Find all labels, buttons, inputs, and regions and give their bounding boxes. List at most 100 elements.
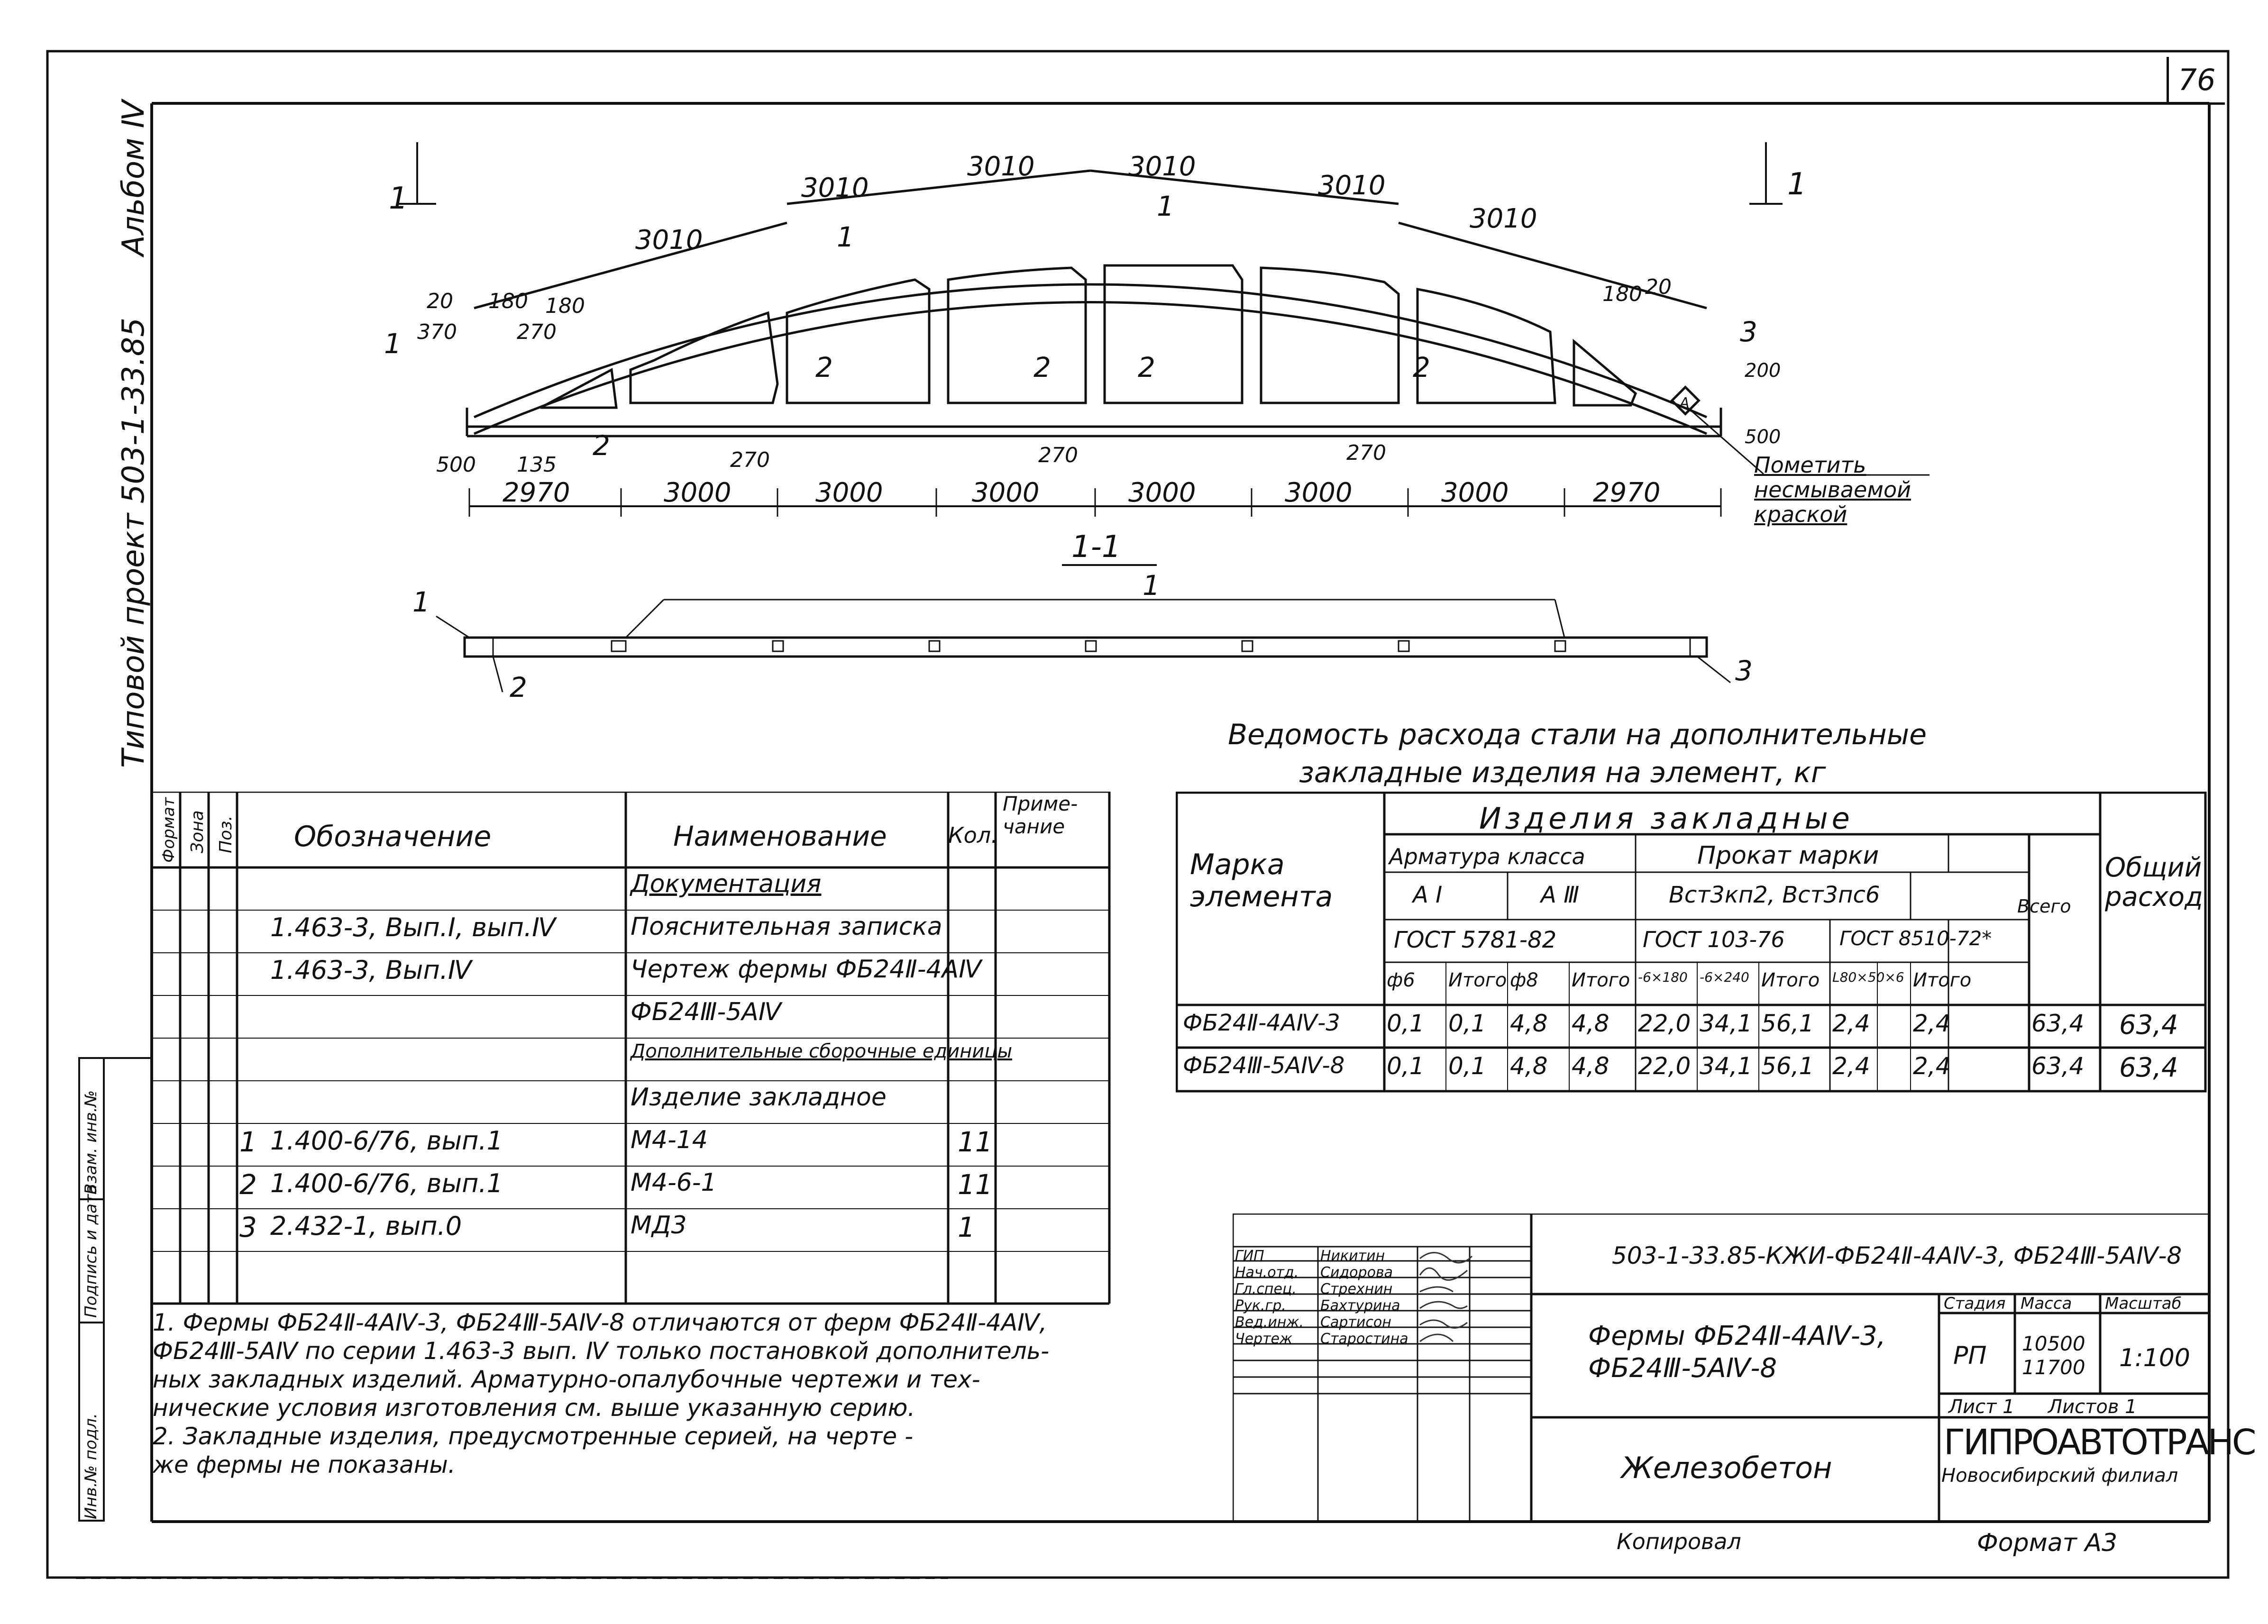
steel-h-steel: Вст3кп2, Вст3пс6: [1669, 882, 1880, 908]
spec-name: МД3: [631, 1211, 687, 1240]
title-block: [1233, 1213, 2209, 1523]
note-line: ных закладных изделий. Арматурно-опалубо…: [153, 1366, 980, 1393]
steel-subheader: Итого: [1572, 969, 1630, 991]
steel-row-value: 0,1: [1448, 1052, 1486, 1080]
small-dim-8: 270: [730, 448, 770, 472]
steel-row-value: 56,1: [1761, 1052, 1814, 1080]
tb-role: Нач.отд.: [1235, 1264, 1299, 1281]
steel-row-value: 0,1: [1387, 1010, 1425, 1037]
spec-name: М4-6-1: [631, 1168, 717, 1197]
callout-1c: 1: [1157, 190, 1174, 222]
spec-header-format: Формат: [159, 797, 178, 863]
steel-row-total: 63,4: [2031, 1052, 2085, 1080]
small-dim-5: 180: [545, 294, 585, 318]
tb-name: Старостина: [1320, 1331, 1408, 1347]
plan-callout-1b: 1: [1143, 569, 1160, 602]
tb-name: Сартисон: [1320, 1314, 1391, 1331]
plan-callout-2: 2: [510, 671, 527, 703]
spec-name: Дополнительные сборочные единицы: [631, 1040, 1013, 1062]
tb-name: Никитин: [1320, 1248, 1385, 1264]
scale-label: Масштаб: [2105, 1294, 2182, 1313]
steel-row-value: 2,4: [1913, 1052, 1951, 1080]
section-title: 1-1: [1071, 529, 1121, 565]
top-dim-5: 3010: [1318, 170, 1386, 201]
mark-letter: A: [1679, 395, 1690, 411]
title-code: 503-1-33.85-КЖИ-ФБ24Ⅱ-4АⅣ-3, ФБ24Ⅲ-5АⅣ-8: [1612, 1242, 2182, 1269]
steel-row-mark: ФБ24Ⅲ-5АⅣ-8: [1183, 1052, 1345, 1079]
scale-value: 1:100: [2119, 1344, 2190, 1372]
steel-table: [1176, 792, 2207, 1093]
mass-value-2: 11700: [2022, 1356, 2085, 1379]
steel-row-value: 34,1: [1700, 1052, 1753, 1080]
sheet-number: 76: [2167, 57, 2225, 105]
tb-role: ГИП: [1235, 1248, 1264, 1264]
spec-header-qty: Кол.: [948, 822, 998, 848]
spec-qty: 1: [958, 1211, 975, 1243]
steel-row-value: 34,1: [1700, 1010, 1753, 1037]
spec-name: Чертеж фермы ФБ24Ⅱ-4АⅣ: [631, 955, 982, 984]
spec-name: Документация: [631, 870, 822, 898]
small-dim-11: 180: [1602, 282, 1642, 306]
spec-pos: 1: [239, 1126, 257, 1158]
small-dim-14: 500: [1745, 426, 1781, 448]
spec-name: М4-14: [631, 1126, 708, 1154]
spec-header-pos: Поз.: [216, 815, 236, 853]
steel-table-title-2: закладные изделия на элемент, кг: [1299, 756, 1826, 789]
plan-callout-3: 3: [1735, 655, 1753, 687]
steel-row-value: 2,4: [1832, 1010, 1870, 1037]
stamp-label-2: Подпись и дата: [82, 1184, 101, 1318]
spec-header-zone: Зона: [188, 810, 207, 853]
tb-role: Рук.гр.: [1235, 1297, 1286, 1314]
bottom-dim-7: 3000: [1441, 477, 1509, 508]
small-dim-4: 270: [517, 320, 557, 344]
spec-designation: 1.463-3, Вып.Ⅳ: [270, 955, 472, 985]
top-dim-2: 3010: [801, 173, 869, 203]
small-dim-1: 20: [427, 289, 453, 313]
sheets-label: Листов 1: [2048, 1396, 2137, 1418]
steel-h-ai: А I: [1413, 882, 1443, 908]
top-dim-6: 3010: [1470, 203, 1537, 234]
bottom-dim-5: 3000: [1128, 477, 1196, 508]
plan-callout-1: 1: [412, 586, 430, 618]
stamp-label-1: Инв.№ подл.: [82, 1413, 101, 1519]
spec-header-note: Приме-чание: [1003, 792, 1078, 838]
organization: ГИПРОАВТОТРАНС: [1944, 1422, 2257, 1463]
steel-subheader: L80×50×6: [1832, 969, 1904, 985]
callout-2a: 2: [593, 429, 610, 462]
mass-value-1: 10500: [2022, 1332, 2085, 1355]
spec-header-designation: Обозначение: [294, 820, 492, 853]
steel-row-value: 22,0: [1638, 1010, 1691, 1037]
bottom-dim-3: 3000: [815, 477, 883, 508]
small-dim-3: 370: [417, 320, 457, 344]
spec-qty: 11: [958, 1168, 993, 1201]
material: Железобетон: [1621, 1451, 1832, 1485]
truss-top-chord: [474, 283, 1707, 419]
spec-header-name: Наименование: [673, 820, 887, 852]
tb-name: Бахтурина: [1320, 1297, 1400, 1314]
small-dim-13: 200: [1745, 360, 1781, 382]
tb-role: Гл.спец.: [1235, 1281, 1297, 1297]
tb-role: Чертеж: [1235, 1331, 1293, 1347]
spec-name: Пояснительная записка: [631, 912, 942, 941]
spec-pos: 3: [239, 1211, 257, 1243]
callout-1b: 1: [837, 221, 854, 253]
steel-row-value: 0,1: [1387, 1052, 1425, 1080]
stamp-label-3: Взам. инв.№: [82, 1090, 101, 1195]
steel-row-total: 63,4: [2031, 1010, 2085, 1037]
steel-h-gost2: ГОСТ 103-76: [1643, 927, 1785, 952]
tb-role: Вед.инж.: [1235, 1314, 1304, 1331]
small-dim-2: 180: [488, 289, 528, 313]
spec-designation: 1.400-6/76, вып.1: [270, 1126, 503, 1156]
top-dim-4: 3010: [1128, 151, 1196, 182]
organization-branch: Новосибирский филиал: [1941, 1465, 2178, 1487]
steel-h-mark: Марка элемента: [1190, 848, 1333, 913]
steel-subheader: Итого: [1448, 969, 1507, 991]
paint-note: Пометить несмываемой краской: [1754, 452, 1911, 527]
bottom-dim-4: 3000: [972, 477, 1040, 508]
bottom-dim-1: 2970: [503, 477, 570, 508]
general-notes: 1. Фермы ФБ24Ⅱ-4АⅣ-3, ФБ24Ⅲ-5АⅣ-8 отлича…: [153, 1308, 1049, 1479]
spec-pos: 2: [239, 1168, 257, 1201]
callout-2c: 2: [1033, 351, 1051, 383]
tb-name: Стрехнин: [1320, 1281, 1393, 1297]
steel-row-value: 56,1: [1761, 1010, 1814, 1037]
